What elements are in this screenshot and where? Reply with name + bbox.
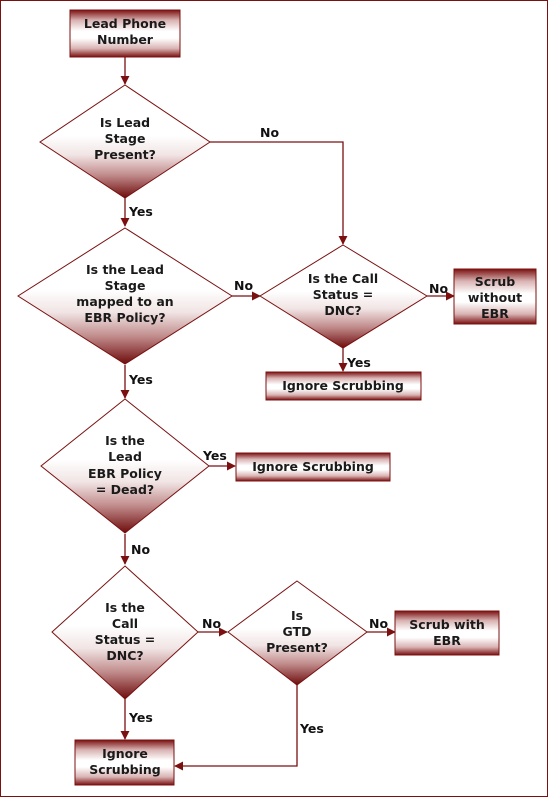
decision-ebr-policy-dead: Is the Lead EBR Policy = Dead? bbox=[40, 398, 210, 534]
node-label-line: Is the Call bbox=[308, 271, 378, 286]
node-label-line: DNC? bbox=[106, 648, 143, 663]
edge-label-call-status-1-yes: Yes bbox=[346, 355, 371, 370]
node-label-line: mapped to an bbox=[76, 294, 173, 309]
node-lead-phone-number: Lead Phone Number bbox=[69, 9, 181, 58]
edge-label-stage-present-no: No bbox=[260, 125, 279, 140]
node-label-line: Stage bbox=[105, 278, 146, 293]
edge-label-call-status-2-yes: Yes bbox=[128, 710, 153, 725]
node-label-line: Present? bbox=[94, 147, 156, 162]
node-label-line: DNC? bbox=[324, 303, 361, 318]
node-label-line: Call bbox=[112, 616, 138, 631]
node-scrub-with-ebr: Scrub with EBR bbox=[394, 610, 500, 656]
node-label-line: Present? bbox=[266, 640, 328, 655]
node-ignore-scrubbing-3: Ignore Scrubbing bbox=[74, 739, 175, 786]
node-label-line: Is bbox=[291, 608, 303, 623]
node-label-line: Status = bbox=[313, 287, 374, 302]
node-ignore-scrubbing-2: Ignore Scrubbing bbox=[235, 452, 391, 482]
node-label-line: Ignore bbox=[102, 746, 148, 761]
node-label-line: Scrub with bbox=[409, 617, 484, 632]
node-label-line: Lead Phone bbox=[84, 16, 166, 31]
node-label-line: GTD bbox=[283, 624, 312, 639]
node-ignore-scrubbing-1: Ignore Scrubbing bbox=[265, 371, 422, 401]
edge-stage-present-no bbox=[210, 141, 348, 245]
edge-label-stage-present-yes: Yes bbox=[128, 204, 153, 219]
decision-gtd-present: Is GTD Present? bbox=[227, 580, 368, 686]
decision-call-status-dnc-2: Is the Call Status = DNC? bbox=[51, 565, 199, 700]
node-label-line: Is the bbox=[105, 433, 145, 448]
node-label-line: Is Lead bbox=[100, 115, 150, 130]
node-label-line: Scrubbing bbox=[89, 762, 161, 777]
edge-gtd-yes bbox=[174, 685, 298, 771]
node-label-line: Stage bbox=[105, 131, 146, 146]
node-label-line: EBR bbox=[481, 306, 509, 321]
node-scrub-without-ebr: Scrub without EBR bbox=[453, 268, 537, 325]
decision-call-status-dnc-1: Is the Call Status = DNC? bbox=[259, 244, 428, 349]
node-label-line: Scrub bbox=[475, 274, 515, 289]
edge-label-gtd-yes: Yes bbox=[299, 721, 324, 736]
node-label-line: Status = bbox=[95, 632, 156, 647]
edge-label-stage-mapped-yes: Yes bbox=[128, 372, 153, 387]
node-label-line: Ignore Scrubbing bbox=[252, 459, 374, 474]
node-label-line: without bbox=[468, 290, 522, 305]
node-label-line: Number bbox=[97, 32, 154, 47]
edge-labels: No Yes No No Yes Yes Yes No No No Yes Ye… bbox=[128, 125, 448, 736]
edge-label-call-status-1-no: No bbox=[429, 281, 448, 296]
node-label-line: EBR Policy? bbox=[84, 310, 165, 325]
node-label-line: EBR Policy bbox=[88, 466, 162, 481]
node-label-line: Ignore Scrubbing bbox=[282, 378, 404, 393]
decision-lead-stage-present: Is Lead Stage Present? bbox=[39, 84, 211, 199]
edge-label-policy-dead-no: No bbox=[131, 542, 150, 557]
connectors bbox=[120, 57, 455, 771]
edge-label-call-status-2-no: No bbox=[202, 616, 221, 631]
decision-lead-stage-mapped: Is the Lead Stage mapped to an EBR Polic… bbox=[17, 227, 233, 365]
node-label-line: = Dead? bbox=[96, 482, 154, 497]
node-label-line: Is the Lead bbox=[86, 262, 164, 277]
edge-label-policy-dead-yes: Yes bbox=[202, 448, 227, 463]
edge-label-gtd-no: No bbox=[369, 616, 388, 631]
node-label-line: Is the bbox=[105, 600, 145, 615]
node-label-line: Lead bbox=[108, 449, 142, 464]
edge-label-stage-mapped-no: No bbox=[234, 278, 253, 293]
node-label-line: EBR bbox=[433, 633, 461, 648]
